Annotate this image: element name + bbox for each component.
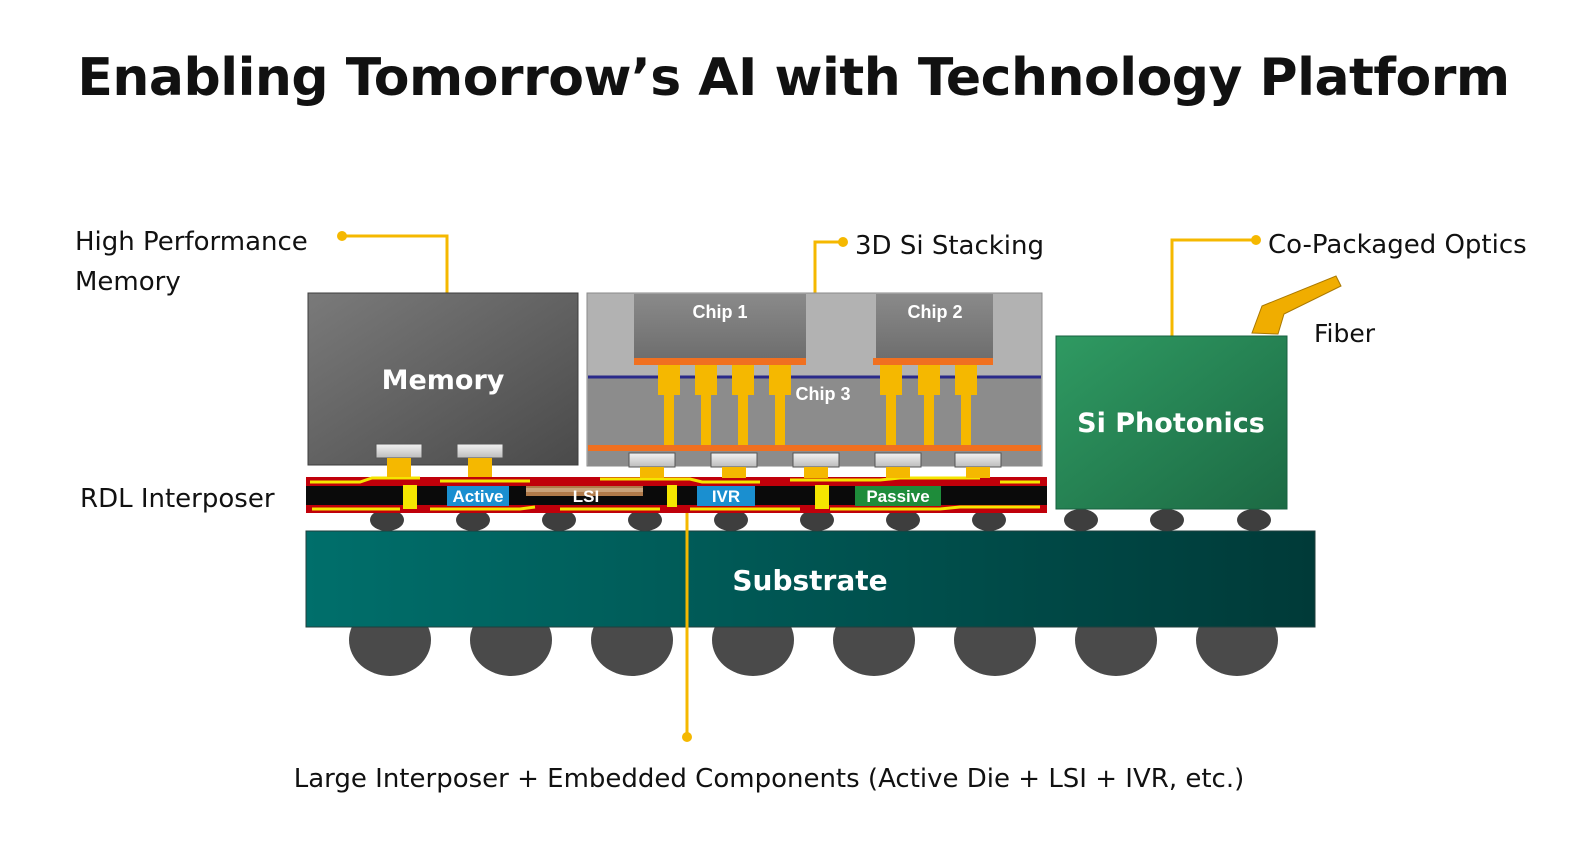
pillar-head bbox=[769, 365, 791, 395]
memory-callout-line2: Memory bbox=[75, 267, 181, 297]
c4-bump bbox=[1150, 509, 1184, 531]
pillar-stem bbox=[775, 395, 785, 445]
chip2-die bbox=[876, 294, 993, 358]
c4-bump bbox=[628, 509, 662, 531]
si-photonics: Si Photonics bbox=[1055, 335, 1288, 510]
memory-stack: Memory bbox=[307, 292, 579, 477]
stacking-callout: 3D Si Stacking bbox=[813, 231, 1044, 293]
pillar-stem bbox=[738, 395, 748, 445]
chip3-bottom-rdl bbox=[588, 445, 1041, 451]
3d-si-stack: Chip 3 Chip 1 Chip 2 bbox=[586, 292, 1043, 478]
c4-bump bbox=[972, 509, 1006, 531]
memory-callout-line bbox=[342, 234, 449, 293]
c4-bump bbox=[542, 509, 576, 531]
micro-bump-pad bbox=[792, 452, 840, 468]
optics-callout-line bbox=[1170, 238, 1256, 336]
rdl-interposer: Active LSI IVR Passive bbox=[306, 476, 1047, 513]
fiber-label: Fiber bbox=[1314, 319, 1376, 348]
pillar-stem bbox=[701, 395, 711, 445]
rdl-trace-bottom bbox=[312, 505, 1040, 511]
c4-bump bbox=[714, 509, 748, 531]
passive-label: Passive bbox=[866, 487, 929, 506]
chip1-label: Chip 1 bbox=[692, 302, 747, 322]
memory-callout: High Performance Memory bbox=[75, 227, 449, 297]
embedded-callout: Large Interposer + Embedded Components (… bbox=[294, 513, 1245, 794]
optics-callout: Co-Packaged Optics bbox=[1170, 230, 1527, 336]
active-die bbox=[447, 486, 509, 506]
chip2-label: Chip 2 bbox=[907, 302, 962, 322]
pillar-head bbox=[732, 365, 754, 395]
c4-bump bbox=[456, 509, 490, 531]
memory-callout-line1: High Performance bbox=[75, 227, 308, 257]
active-die-label: Active bbox=[452, 487, 503, 506]
c4-bump bbox=[1064, 509, 1098, 531]
memory-block bbox=[307, 292, 579, 466]
embedded-callout-label: Large Interposer + Embedded Components (… bbox=[294, 764, 1245, 794]
chip3-label: Chip 3 bbox=[795, 384, 850, 404]
fiber: Fiber bbox=[1251, 275, 1376, 348]
passive-component bbox=[855, 486, 941, 506]
pillar-stem bbox=[924, 395, 934, 445]
pillar-head bbox=[658, 365, 680, 395]
micro-bump-pad bbox=[710, 452, 758, 468]
optics-callout-label: Co-Packaged Optics bbox=[1268, 230, 1527, 260]
ivr bbox=[697, 486, 755, 506]
chip1-die bbox=[634, 294, 806, 358]
micro-bump bbox=[387, 458, 411, 477]
pillar-head bbox=[918, 365, 940, 395]
micro-bump bbox=[804, 467, 828, 478]
c4-bump bbox=[1237, 509, 1271, 531]
ivr-label: IVR bbox=[712, 487, 740, 506]
stacking-callout-label: 3D Si Stacking bbox=[855, 231, 1044, 261]
micro-bump bbox=[722, 467, 746, 478]
micro-bump bbox=[640, 467, 664, 478]
c4-bump bbox=[886, 509, 920, 531]
micro-bump-pad bbox=[954, 452, 1002, 468]
pillar-head bbox=[880, 365, 902, 395]
memory-label: Memory bbox=[382, 365, 505, 396]
chip2-rdl bbox=[873, 358, 993, 365]
tsv-via bbox=[403, 485, 417, 509]
substrate-block bbox=[305, 530, 1316, 628]
tsv-via bbox=[667, 485, 677, 507]
si-photonics-label: Si Photonics bbox=[1077, 408, 1265, 439]
page-title: Enabling Tomorrow’s AI with Technology P… bbox=[77, 48, 1510, 108]
substrate-label: Substrate bbox=[732, 564, 887, 597]
stack-micro-bumps bbox=[628, 452, 1002, 478]
pillar-head bbox=[955, 365, 977, 395]
pillar-stem bbox=[664, 395, 674, 445]
chip1-rdl bbox=[634, 358, 806, 365]
lsi-label: LSI bbox=[573, 487, 599, 506]
fiber-shape bbox=[1251, 275, 1342, 335]
si-photonics-block bbox=[1055, 335, 1288, 510]
pillar-stem bbox=[961, 395, 971, 445]
tsv-via bbox=[815, 485, 829, 509]
rdl-trace-top bbox=[310, 476, 1040, 484]
micro-bump bbox=[886, 467, 910, 478]
micro-bump-pad bbox=[628, 452, 676, 468]
micro-bump-pad bbox=[874, 452, 922, 468]
micro-bump-pad bbox=[456, 443, 504, 459]
pillar-head bbox=[695, 365, 717, 395]
micro-bump-pad bbox=[375, 443, 423, 459]
substrate: Substrate bbox=[305, 530, 1316, 628]
tsv-pillars bbox=[658, 365, 977, 445]
rdl-interposer-label: RDL Interposer bbox=[80, 484, 275, 514]
embedded-callout-dot bbox=[682, 732, 692, 742]
pillar-stem bbox=[886, 395, 896, 445]
micro-bump bbox=[468, 458, 492, 477]
interposer-bumps bbox=[370, 509, 1271, 531]
micro-bump bbox=[966, 467, 990, 478]
c4-bump bbox=[370, 509, 404, 531]
lsi-bridge-stripe bbox=[526, 488, 643, 492]
stacking-callout-line bbox=[813, 240, 843, 293]
c4-bump bbox=[800, 509, 834, 531]
